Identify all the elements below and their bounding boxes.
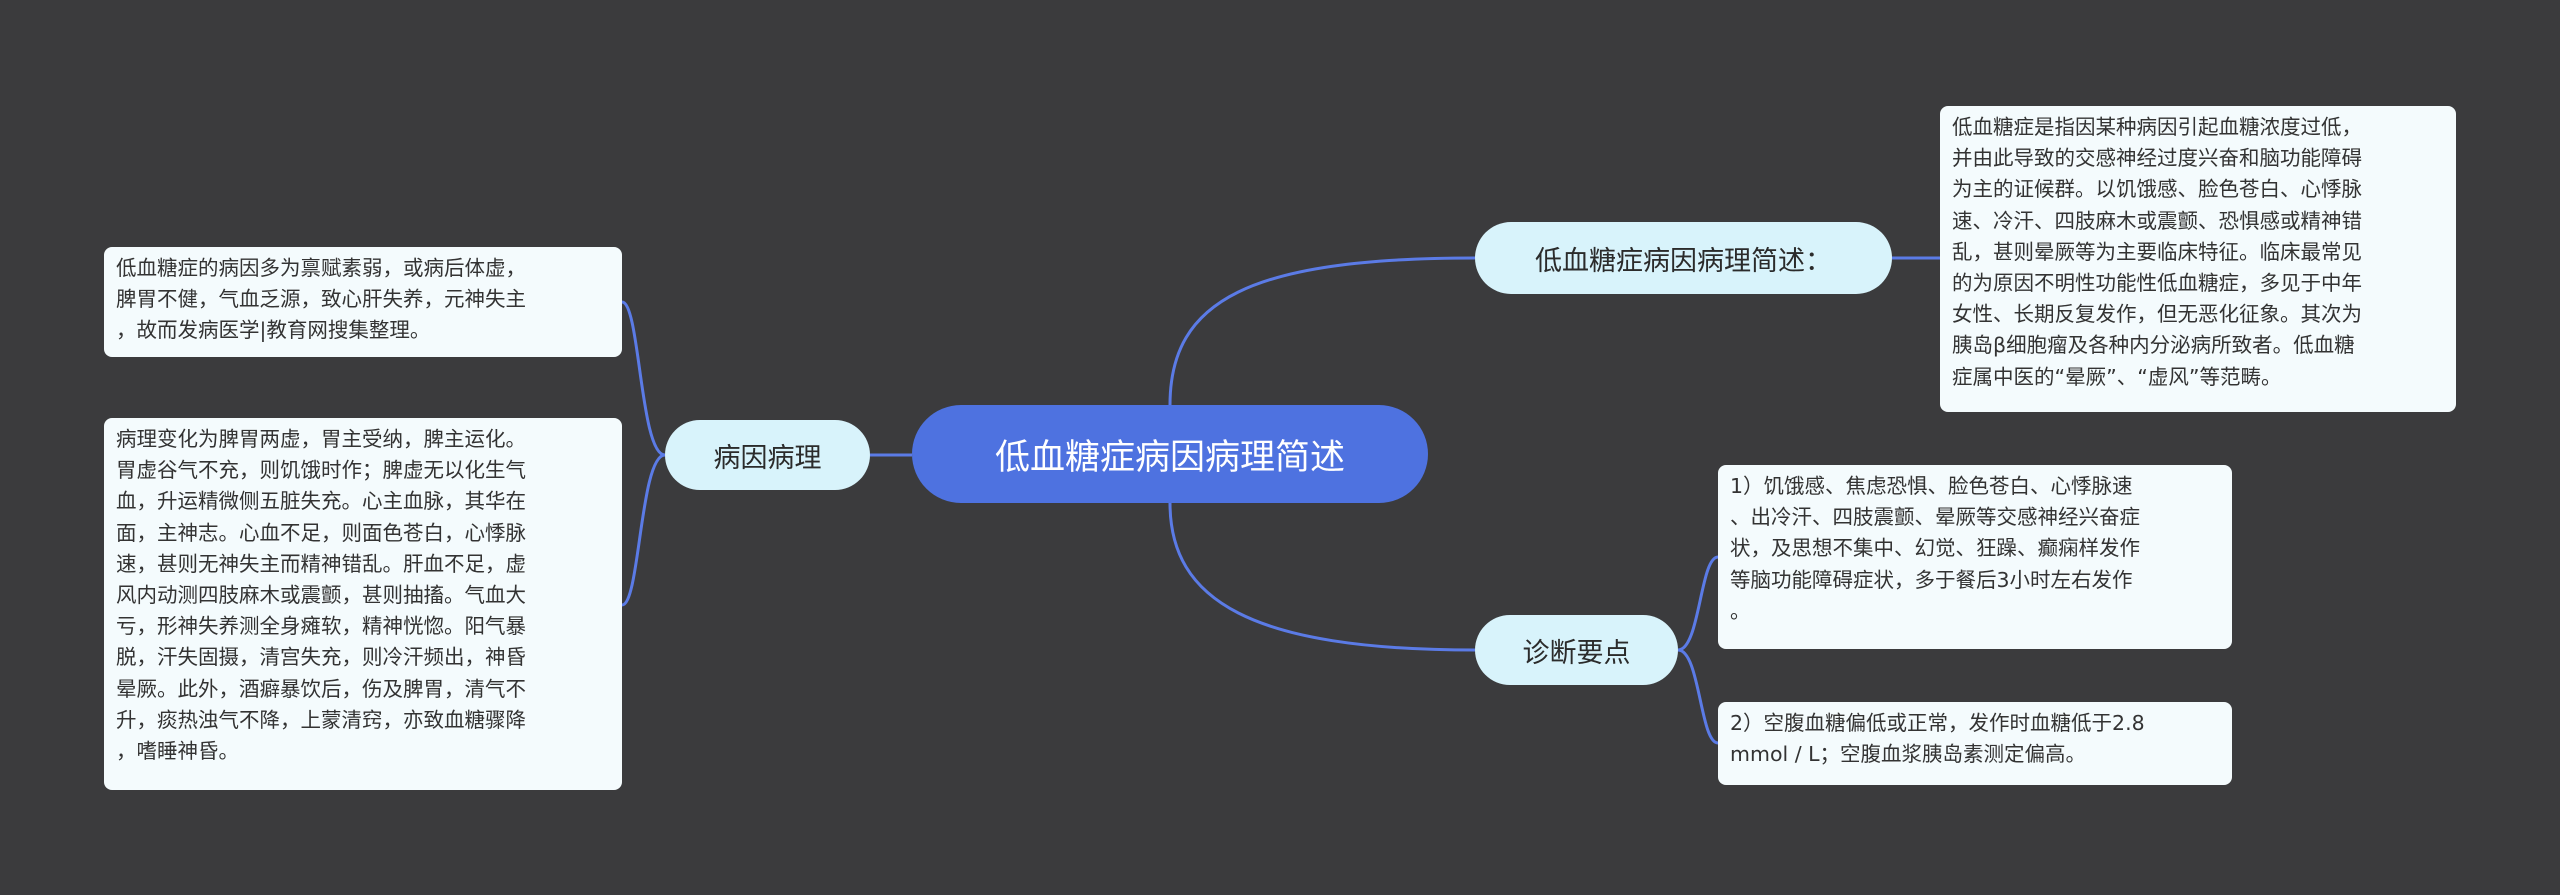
- branch-diagnosis[interactable]: 诊断要点: [1475, 615, 1678, 685]
- leaf-diagnosis-symptoms[interactable]: 1）饥饿感、焦虑恐惧、脸色苍白、心悸脉速 、出冷汗、四肢震颤、晕厥等交感神经兴奋…: [1718, 465, 2232, 649]
- text-line: 脱，汗失固摄，清宫失充，则冷汗频出，神昏: [116, 645, 526, 670]
- leaf-diagnosis-blood-sugar[interactable]: 2）空腹血糖偏低或正常，发作时血糖低于2.8 mmol / L；空腹血浆胰岛素测…: [1718, 702, 2232, 785]
- branch-etiology[interactable]: 病因病理: [665, 420, 870, 490]
- text-line: 为主的证候群。以饥饿感、脸色苍白、心悸脉: [1952, 177, 2362, 202]
- text-line: 血，升运精微侧五脏失充。心主血脉，其华在: [116, 489, 526, 514]
- text-line: 症属中医的“晕厥”、“虚风”等范畴。: [1952, 364, 2282, 389]
- text-line: 女性、长期反复发作，但无恶化征象。其次为: [1952, 302, 2362, 327]
- text-line: 速、冷汗、四肢麻木或震颤、恐惧感或精神错: [1952, 208, 2362, 233]
- leaf-etiology-cause[interactable]: 低血糖症的病因多为禀赋素弱，或病后体虚， 脾胃不健，气血乏源，致心肝失养，元神失…: [104, 247, 622, 357]
- text-line: 速，甚则无神失主而精神错乱。肝血不足，虚: [116, 551, 526, 576]
- text-line: 低血糖症的病因多为禀赋素弱，或病后体虚，: [116, 256, 526, 280]
- text-line: ，故而发病医学|教育网搜集整理。: [116, 318, 431, 343]
- text-line: 风内动测四肢麻木或震颤，甚则抽搐。气血大: [116, 583, 526, 608]
- text-line: mmol / L；空腹血浆胰岛素测定偏高。: [1730, 742, 2087, 767]
- leaf-etiology-pathology[interactable]: 病理变化为脾胃两虚，胃主受纳，脾主运化。 胃虚谷气不充，则饥饿时作；脾虚无以化生…: [104, 418, 622, 790]
- connector-etiology-leaf1: [621, 300, 666, 457]
- text-line: ，嗜睡神昏。: [116, 739, 239, 764]
- connector-diagnosis-leaf2: [1677, 648, 1719, 745]
- text-line: 的为原因不明性功能性低血糖症，多见于中年: [1952, 271, 2362, 296]
- connector-etiology-leaf2: [621, 453, 666, 607]
- text-line: 状，及思想不集中、幻觉、狂躁、癫痫样发作: [1730, 536, 2140, 561]
- text-line: 。: [1730, 598, 1751, 623]
- text-line: 晕厥。此外，酒癖暴饮后，伤及脾胃，清气不: [116, 676, 526, 701]
- root-topic[interactable]: 低血糖症病因病理简述: [912, 405, 1428, 503]
- text-line: 面，主神志。心血不足，则面色苍白，心悸脉: [116, 520, 526, 545]
- connector-root-diagnosis: [1168, 502, 1476, 652]
- text-line: 等脑功能障碍症状，多于餐后3小时左右发作: [1730, 567, 2133, 592]
- text-line: 亏，形神失养测全身瘫软，精神恍惚。阳气暴: [116, 614, 526, 639]
- text-line: 低血糖症是指因某种病因引起血糖浓度过低，: [1952, 115, 2362, 139]
- leaf-overview-text[interactable]: 低血糖症是指因某种病因引起血糖浓度过低， 并由此导致的交感神经过度兴奋和脑功能障…: [1940, 106, 2456, 412]
- text-line: 1）饥饿感、焦虑恐惧、脸色苍白、心悸脉速: [1730, 474, 2133, 498]
- text-line: 升，痰热浊气不降，上蒙清窍，亦致血糖骤降: [116, 707, 526, 732]
- text-line: 2）空腹血糖偏低或正常，发作时血糖低于2.8: [1730, 711, 2145, 735]
- text-line: 病理变化为脾胃两虚，胃主受纳，脾主运化。: [116, 427, 526, 451]
- text-line: 胃虚谷气不充，则饥饿时作；脾虚无以化生气: [116, 458, 526, 483]
- branch-overview[interactable]: 低血糖症病因病理简述：: [1475, 222, 1892, 294]
- connector-diagnosis-leaf1: [1677, 555, 1719, 652]
- text-line: 胰岛β细胞瘤及各种内分泌病所致者。低血糖: [1952, 333, 2355, 358]
- text-line: 脾胃不健，气血乏源，致心肝失养，元神失主: [116, 287, 526, 312]
- text-line: 乱，甚则晕厥等为主要临床特征。临床最常见: [1952, 239, 2362, 264]
- text-line: 、出冷汗、四肢震颤、晕厥等交感神经兴奋症: [1730, 505, 2140, 530]
- connector-root-overview: [1168, 256, 1476, 406]
- text-line: 并由此导致的交感神经过度兴奋和脑功能障碍: [1952, 146, 2362, 171]
